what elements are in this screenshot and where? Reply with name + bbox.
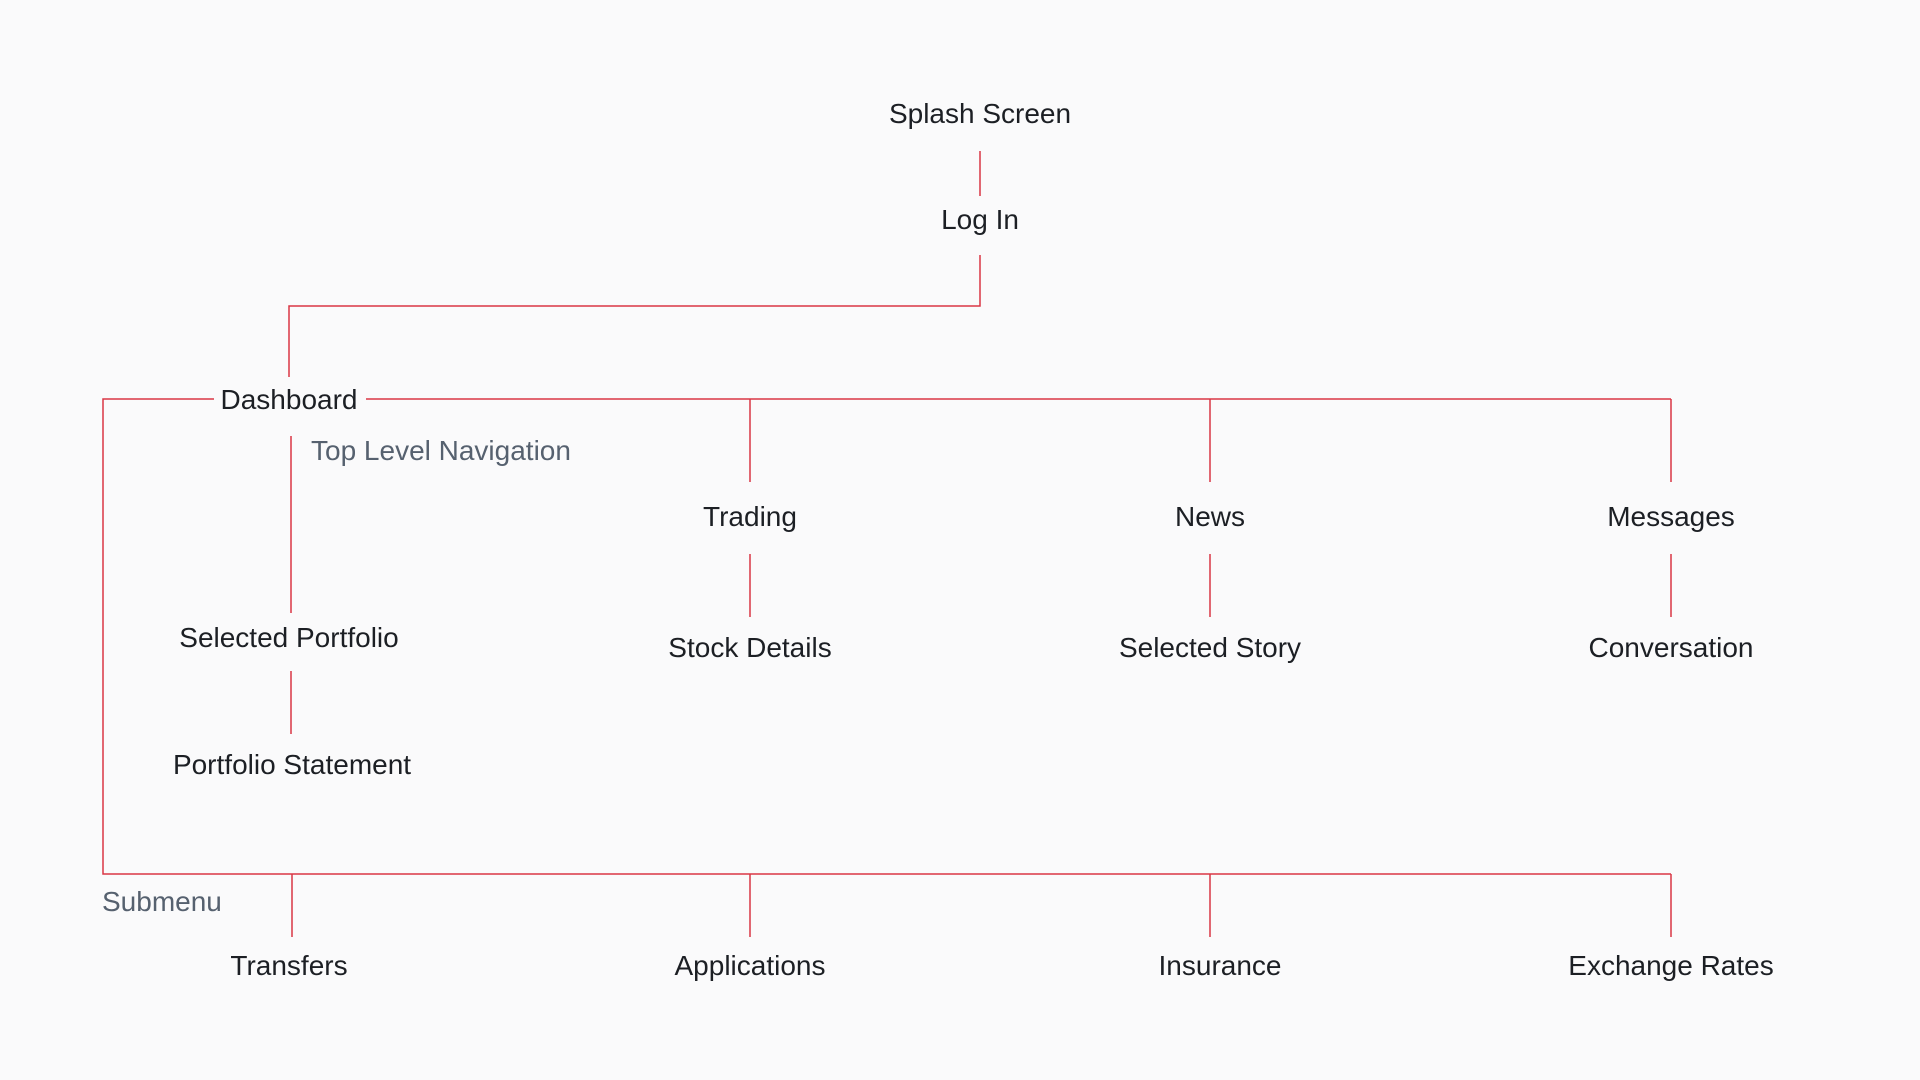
node-selected-story: Selected Story [1118,632,1302,663]
node-portfolio-statement: Portfolio Statement [172,749,412,780]
node-news: News [1174,501,1246,532]
node-messages: Messages [1607,501,1735,532]
node-splash-screen: Splash Screen [888,98,1072,129]
label-submenu: Submenu [102,886,222,917]
node-transfers: Transfers [230,950,348,981]
node-exchange-rates: Exchange Rates [1568,950,1774,981]
node-conversation: Conversation [1588,632,1754,663]
node-insurance: Insurance [1158,950,1282,981]
label-top-level-navigation: Top Level Navigation [311,435,571,466]
node-trading: Trading [703,501,797,532]
node-log-in: Log In [941,204,1019,235]
node-stock-details: Stock Details [668,632,832,663]
connector-login-dashboard [288,255,981,377]
connector-submenu-loop [102,398,1671,875]
node-selected-portfolio: Selected Portfolio [179,622,399,653]
node-dashboard: Dashboard [220,384,358,415]
node-applications: Applications [674,950,826,981]
